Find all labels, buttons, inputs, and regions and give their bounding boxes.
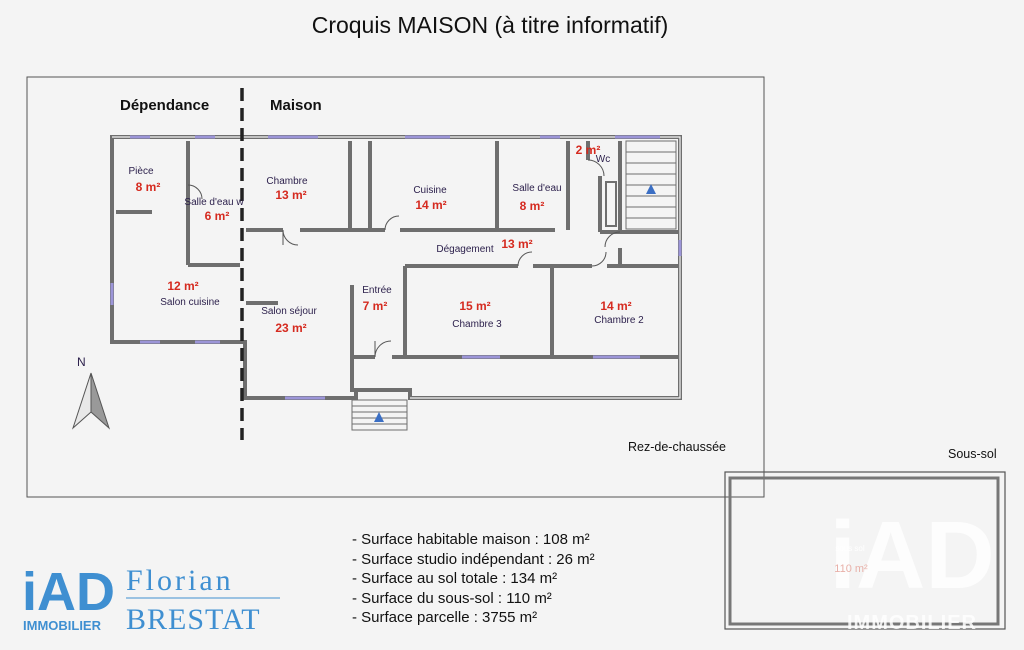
wall-inner-lines xyxy=(112,136,681,399)
section-dependance: Dépendance xyxy=(120,97,209,114)
compass-label: N xyxy=(77,355,86,369)
agent-first-name: Florian xyxy=(126,564,234,597)
room-area-salle-eau: 8 m² xyxy=(520,199,545,213)
note-surface-habitable: - Surface habitable maison : 108 m² xyxy=(352,531,590,548)
room-name-wc: Wc xyxy=(596,154,610,165)
room-name-piece: Pièce xyxy=(128,166,153,177)
plan-title: Croquis MAISON (à titre informatif) xyxy=(311,12,669,38)
brand-logo-icon: iAD xyxy=(22,562,115,622)
room-name-salon-cuisine: Salon cuisine xyxy=(160,297,220,308)
room-area-cuisine: 14 m² xyxy=(415,198,446,212)
room-name-salle-eau: Salle d'eau xyxy=(512,183,561,194)
entrance-arrow-icon xyxy=(374,412,384,422)
room-name-sous-sol: sous sol xyxy=(835,544,865,553)
room-area-wc: 2 m² xyxy=(576,143,601,157)
agent-last-name: BRESTAT xyxy=(126,603,261,635)
level-basement: Sous-sol xyxy=(948,447,997,461)
ground-floor-frame xyxy=(26,76,765,498)
room-area-chambre2: 14 m² xyxy=(600,299,631,313)
room-name-chambre: Chambre xyxy=(266,176,308,187)
brand-tagline: IMMOBILIER xyxy=(23,618,102,633)
room-area-salon-cuisine: 12 m² xyxy=(167,279,198,293)
room-area-salle-eau-dep: 6 m² xyxy=(205,209,230,223)
walls xyxy=(110,135,682,400)
level-ground: Rez-de-chaussée xyxy=(628,440,726,454)
note-surface-parcelle: - Surface parcelle : 3755 m² xyxy=(352,609,538,627)
room-name-chambre3: Chambre 3 xyxy=(452,319,502,330)
room-name-entree: Entrée xyxy=(362,285,392,296)
wc-duct xyxy=(605,181,617,227)
room-name-salle-eau-dep: Salle d'eau w xyxy=(184,197,244,208)
room-name-chambre2: Chambre 2 xyxy=(594,315,644,326)
room-area-chambre: 13 m² xyxy=(275,188,306,202)
watermark: iAD IMMOBILIER xyxy=(829,502,994,634)
note-surface-sous-sol: - Surface du sous-sol : 110 m² xyxy=(352,589,552,607)
watermark-tagline: IMMOBILIER xyxy=(847,612,977,634)
watermark-logo: iAD xyxy=(829,502,994,609)
stair-up-arrow-icon xyxy=(646,184,656,194)
room-name-cuisine: Cuisine xyxy=(413,185,447,196)
note-surface-studio: - Surface studio indépendant : 26 m² xyxy=(352,550,595,568)
basement-room-walls xyxy=(728,476,1000,626)
compass-icon xyxy=(71,372,111,430)
room-name-salon-sejour: Salon séjour xyxy=(261,306,317,317)
windows xyxy=(110,135,682,400)
staircase-entrance xyxy=(351,399,408,431)
staircase-interior xyxy=(625,140,677,230)
room-area-salon-sejour: 23 m² xyxy=(275,321,306,335)
doors xyxy=(187,159,621,358)
basement-frame xyxy=(724,471,1006,630)
section-maison: Maison xyxy=(270,97,322,114)
surface-notes: - Surface habitable maison : 108 m² - Su… xyxy=(352,530,595,628)
room-area-entree: 7 m² xyxy=(363,299,388,313)
room-area-sous-sol: 110 m² xyxy=(834,563,868,575)
agent-branding: iAD IMMOBILIER Florian BRESTAT xyxy=(22,562,280,635)
room-name-degagement: Dégagement xyxy=(436,244,493,255)
room-area-degagement: 13 m² xyxy=(501,237,532,251)
room-area-piece: 8 m² xyxy=(136,180,161,194)
room-area-chambre3: 15 m² xyxy=(459,299,490,313)
note-surface-sol: - Surface au sol totale : 134 m² xyxy=(352,570,558,588)
